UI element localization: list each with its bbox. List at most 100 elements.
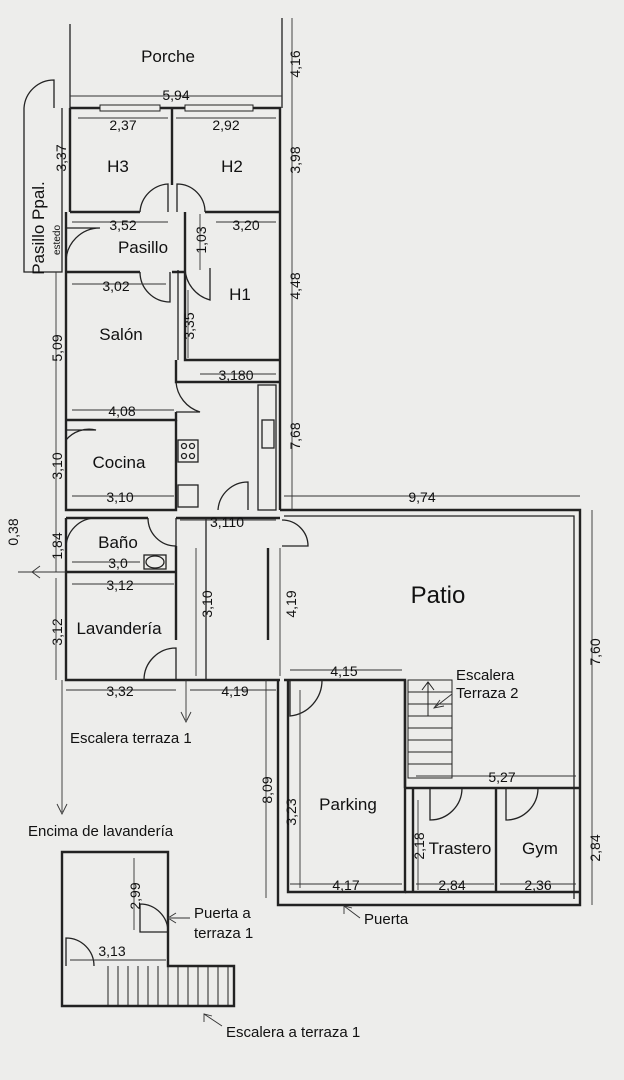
dim-h-h: 3,98 [287,146,303,173]
dim-parking-w: 4,17 [332,877,359,893]
door-corridor [175,381,201,413]
note-encima-lavanderia: Encima de lavandería [28,823,174,840]
dim-corr2-w: 3,110 [210,514,244,530]
parking-walls [286,680,407,894]
dim-corr2-h: 3,10 [199,590,215,617]
dim-h1-h: 4,48 [287,272,303,299]
h1-walls [183,212,280,362]
note-escalera-t2-1: Escalera [456,667,515,684]
dim-lav-h: 3,12 [49,618,65,645]
dim-cocina-h: 3,10 [49,452,65,479]
label-h2: H2 [221,157,243,176]
note-puerta-t1-2: terraza 1 [194,925,253,942]
dim-h1-w: 3,20 [232,217,259,233]
patio-inner [284,515,575,899]
dim-gym-w: 2,36 [524,877,551,893]
upper-floor-walls [60,850,236,1008]
door-lavanderia [143,647,177,681]
door-bano [147,517,177,547]
dim-salon-w: 4,08 [108,403,135,419]
dim-bano-h: 1,84 [49,532,65,559]
washbasin-icon [145,555,165,569]
dim-pasillo-ppal-h: 3,37 [53,144,69,171]
dim-trastero-w: 2,84 [438,877,465,893]
label-pasillo-ppal: Pasillo Ppal. [29,181,48,275]
dim-patio-h: 7,60 [587,638,603,665]
window [184,104,254,112]
door-salon [139,271,171,303]
dim-total-h: 8,09 [259,776,275,803]
label-h3: H3 [107,157,129,176]
note-escalera-t2-2: Terraza 2 [456,685,519,702]
label-patio: Patio [411,582,466,609]
door-upper [65,937,95,967]
counter [257,384,277,511]
dim-pasillo-w: 3,52 [109,217,136,233]
dim-upper-w: 3,13 [98,943,125,959]
label-trastero: Trastero [429,839,492,858]
dim-gym-h: 2,84 [587,834,603,861]
parking-top [284,678,407,788]
dim-corr-h: 7,68 [287,422,303,449]
dim-h2-w: 2,92 [212,117,239,133]
door-cocina [65,428,97,441]
dim-cocina-w: 3,10 [106,489,133,505]
door-terraza-1 [139,903,169,933]
label-pasillo: Pasillo [118,238,168,257]
door-h2 [176,183,206,213]
dim-porche-w: 5,94 [162,87,189,103]
dim-salon-h-right: 3,35 [181,312,197,339]
door-bano-left [65,517,97,549]
door-pasillo-ppal [23,79,55,109]
bedrooms-outer-right [70,106,282,360]
dim-salon-w-top: 3,02 [102,278,129,294]
dimension-texts: 5,94 4,16 2,37 2,92 3,98 3,37 3,52 1,03 … [5,50,603,959]
cocina-walls [64,420,178,512]
dim-pasillo-d: 1,03 [193,226,209,253]
dim-trastero-top: 5,27 [488,769,515,785]
dim-parking-top: 4,15 [330,663,357,679]
stair-terraza-2 [407,679,453,779]
dimension-lines [18,18,593,1027]
door-h1 [184,267,211,301]
dim-lav-bottom: 3,32 [106,683,133,699]
door-gym [505,787,539,821]
dim-corr-w: 3,180 [218,367,253,383]
pasillo-ppal-walls [23,108,63,273]
dim-h3-w: 2,37 [109,117,136,133]
door-h3 [139,183,169,213]
note-escalera-a-terraza1: Escalera a terraza 1 [226,1024,360,1041]
dim-lav-w: 3,12 [106,577,133,593]
window [99,104,161,112]
stove-icon [177,439,199,463]
door-parking [289,679,323,717]
dim-porche-h: 4,16 [287,50,303,77]
door-trastero [429,787,463,821]
label-bano: Baño [98,533,138,552]
dim-upper-h: 2,99 [127,882,143,909]
stair-terraza-1 [107,966,229,1006]
note-puerta: Puerta [364,911,409,928]
note-escalera-terraza1: Escalera terraza 1 [70,730,192,747]
label-parking: Parking [319,795,377,814]
door-main [65,227,101,263]
label-h1: H1 [229,285,251,304]
dim-bano-w: 3,0 [108,555,128,571]
door-back [217,481,249,511]
dim-parking-h: 3,23 [283,798,299,825]
dim-patio-side: 4,19 [283,590,299,617]
dim-patio-w: 9,74 [408,489,435,505]
label-gym: Gym [522,839,558,858]
dim-corr-bottom: 4,19 [221,683,248,699]
label-porche: Porche [141,47,195,66]
sink-icon [261,419,275,449]
patio-outer [276,508,582,907]
label-cocina: Cocina [93,453,146,472]
label-salon: Salón [99,325,142,344]
dim-offset: 0,38 [5,518,21,545]
porche-walls [69,18,283,108]
door-patio [281,519,309,547]
label-lavanderia: Lavandería [76,619,162,638]
note-puerta-t1-1: Puerta a [194,905,251,922]
